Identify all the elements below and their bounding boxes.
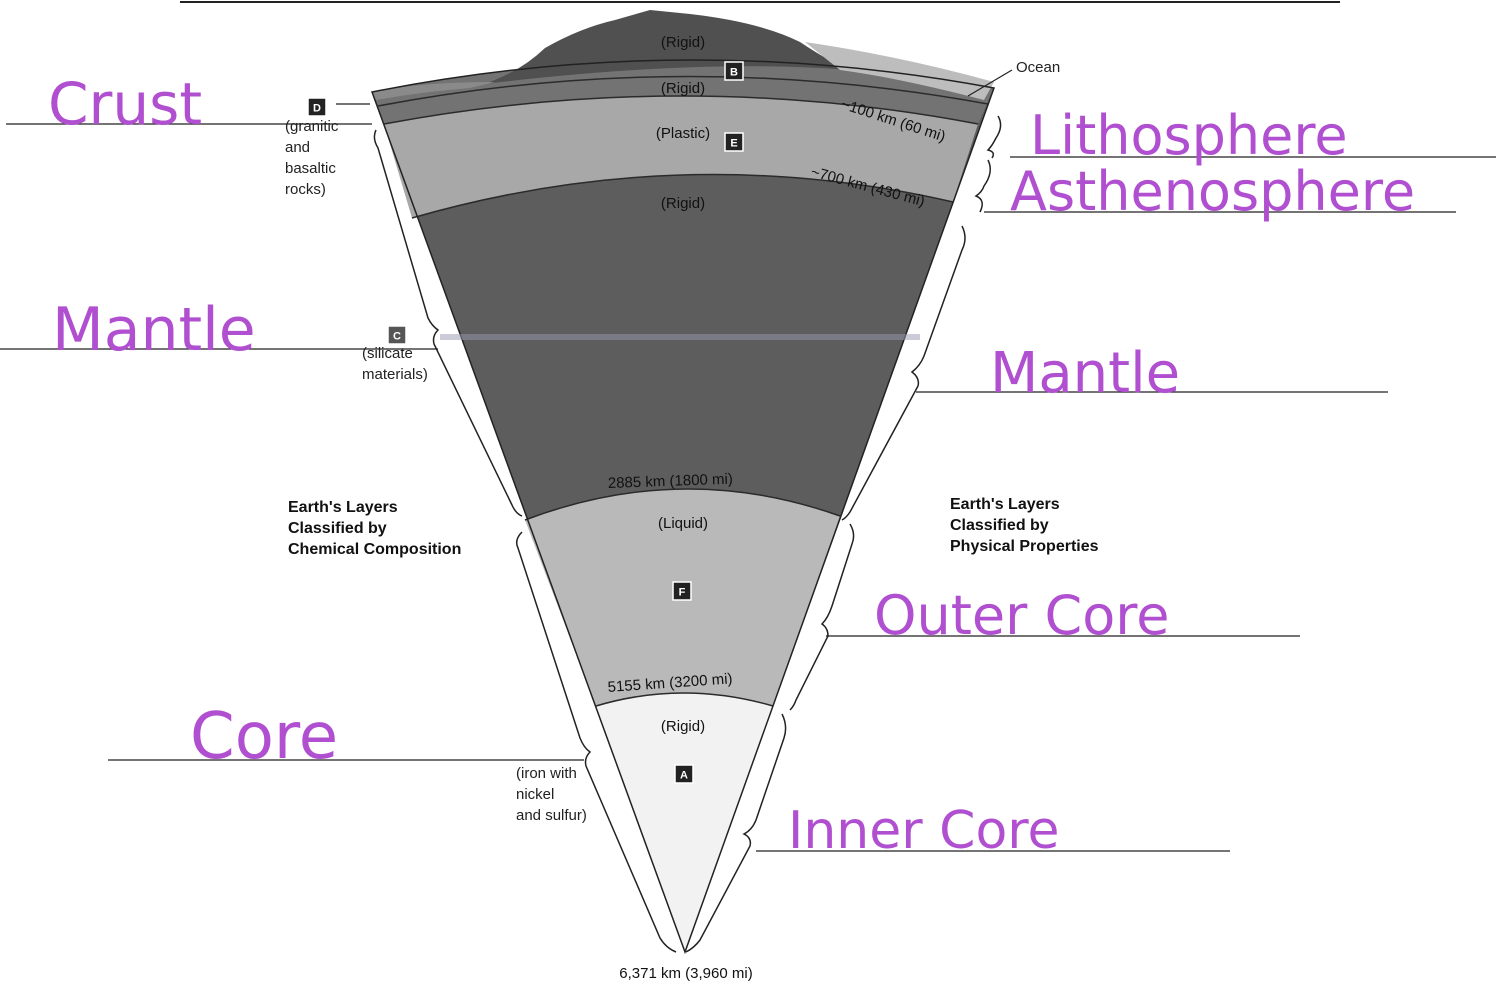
svg-text:E: E xyxy=(730,138,737,150)
core-note: (iron with nickel and sulfur) xyxy=(516,765,587,824)
svg-text:nickel: nickel xyxy=(516,786,554,803)
svg-text:(iron with: (iron with xyxy=(516,765,577,782)
svg-text:C: C xyxy=(393,331,401,343)
label-plastic: (Plastic) xyxy=(656,125,710,142)
answer-core: Core xyxy=(190,700,338,774)
answer-inner-core: Inner Core xyxy=(788,801,1060,861)
svg-text:Earth's Layers: Earth's Layers xyxy=(288,499,398,516)
scan-band xyxy=(440,334,920,340)
svg-text:rocks): rocks) xyxy=(285,181,326,198)
svg-text:F: F xyxy=(679,587,686,599)
box-e: E xyxy=(725,133,743,151)
label-rigid-top: (Rigid) xyxy=(661,34,705,51)
svg-text:D: D xyxy=(313,103,321,115)
svg-text:B: B xyxy=(730,67,738,79)
svg-text:(silicate: (silicate xyxy=(362,345,413,362)
svg-text:and sulfur): and sulfur) xyxy=(516,807,587,824)
svg-text:materials): materials) xyxy=(362,366,428,383)
svg-text:Physical Properties: Physical Properties xyxy=(950,538,1099,555)
label-rigid-mantle: (Rigid) xyxy=(661,195,705,212)
answer-lithosphere: Lithosphere xyxy=(1030,104,1348,167)
answer-outer-core: Outer Core xyxy=(874,584,1169,647)
box-d: D xyxy=(308,98,326,116)
answer-crust: Crust xyxy=(48,70,202,138)
svg-text:Earth's Layers: Earth's Layers xyxy=(950,496,1060,513)
svg-text:basaltic: basaltic xyxy=(285,160,336,177)
svg-text:(granitic: (granitic xyxy=(285,118,339,135)
box-c: C xyxy=(388,326,406,344)
answer-mantle-left: Mantle xyxy=(52,295,256,365)
box-f: F xyxy=(673,582,691,600)
answer-asthenosphere: Asthenosphere xyxy=(1010,160,1415,223)
box-b: B xyxy=(725,62,743,80)
answer-mantle-right: Mantle xyxy=(990,341,1180,406)
mantle-note: (silicate materials) xyxy=(362,345,428,383)
right-heading: Earth's Layers Classified by Physical Pr… xyxy=(950,496,1099,555)
depth-center: 6,371 km (3,960 mi) xyxy=(619,965,752,982)
left-heading: Earth's Layers Classified by Chemical Co… xyxy=(288,499,461,558)
box-a: A xyxy=(675,765,693,783)
crust-note: (granitic and basaltic rocks) xyxy=(285,118,339,198)
label-liquid: (Liquid) xyxy=(658,515,708,532)
svg-text:and: and xyxy=(285,139,310,156)
ocean-label: Ocean xyxy=(1016,59,1060,76)
label-rigid-inner: (Rigid) xyxy=(661,718,705,735)
svg-text:A: A xyxy=(680,770,688,782)
label-rigid-lower: (Rigid) xyxy=(661,80,705,97)
svg-text:Classified by: Classified by xyxy=(950,517,1049,534)
svg-text:Classified by: Classified by xyxy=(288,520,387,537)
svg-text:Chemical Composition: Chemical Composition xyxy=(288,541,461,558)
